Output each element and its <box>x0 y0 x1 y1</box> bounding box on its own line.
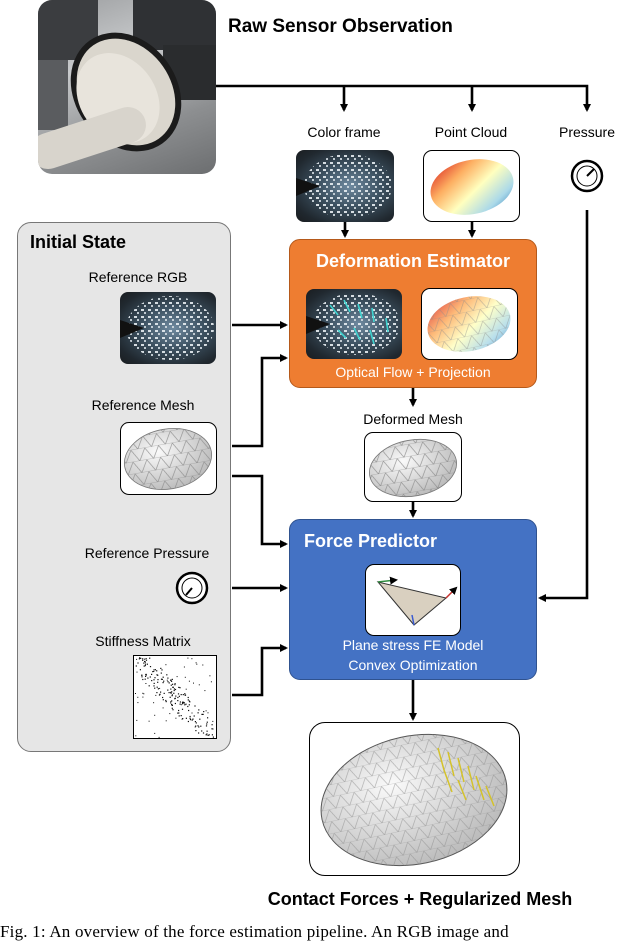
raw-sensor-title: Raw Sensor Observation <box>228 16 453 37</box>
reference-pressure-label: Reference Pressure <box>84 545 210 561</box>
reference-mesh-label: Reference Mesh <box>91 397 195 413</box>
reference-rgb-label: Reference RGB <box>88 269 188 285</box>
pressure-label: Pressure <box>558 124 616 140</box>
point-cloud-label: Point Cloud <box>434 124 508 140</box>
deformation-estimator-title: Deformation Estimator <box>315 251 511 271</box>
pressure-gauge-icon <box>570 159 604 193</box>
stiffness-matrix-label: Stiffness Matrix <box>95 633 191 649</box>
deformed-mesh-label: Deformed Mesh <box>363 411 463 427</box>
raw-sensor-photo <box>38 0 216 174</box>
output-label: Contact Forces + Regularized Mesh <box>267 889 573 909</box>
sensor-photo-illustration <box>38 0 216 169</box>
figure-caption: Fig. 1: An overview of the force estimat… <box>0 922 509 941</box>
color-frame-label: Color frame <box>307 124 381 140</box>
initial-state-title: Initial State <box>30 232 127 252</box>
reference-pressure-gauge-icon <box>175 571 209 605</box>
deformation-estimator-subtitle: Optical Flow + Projection <box>335 364 491 380</box>
force-predictor-title: Force Predictor <box>304 531 438 551</box>
stiffness-matrix-image <box>133 655 217 739</box>
force-predictor-line2: Convex Optimization <box>348 657 478 673</box>
force-predictor-line1: Plane stress FE Model <box>342 637 484 653</box>
